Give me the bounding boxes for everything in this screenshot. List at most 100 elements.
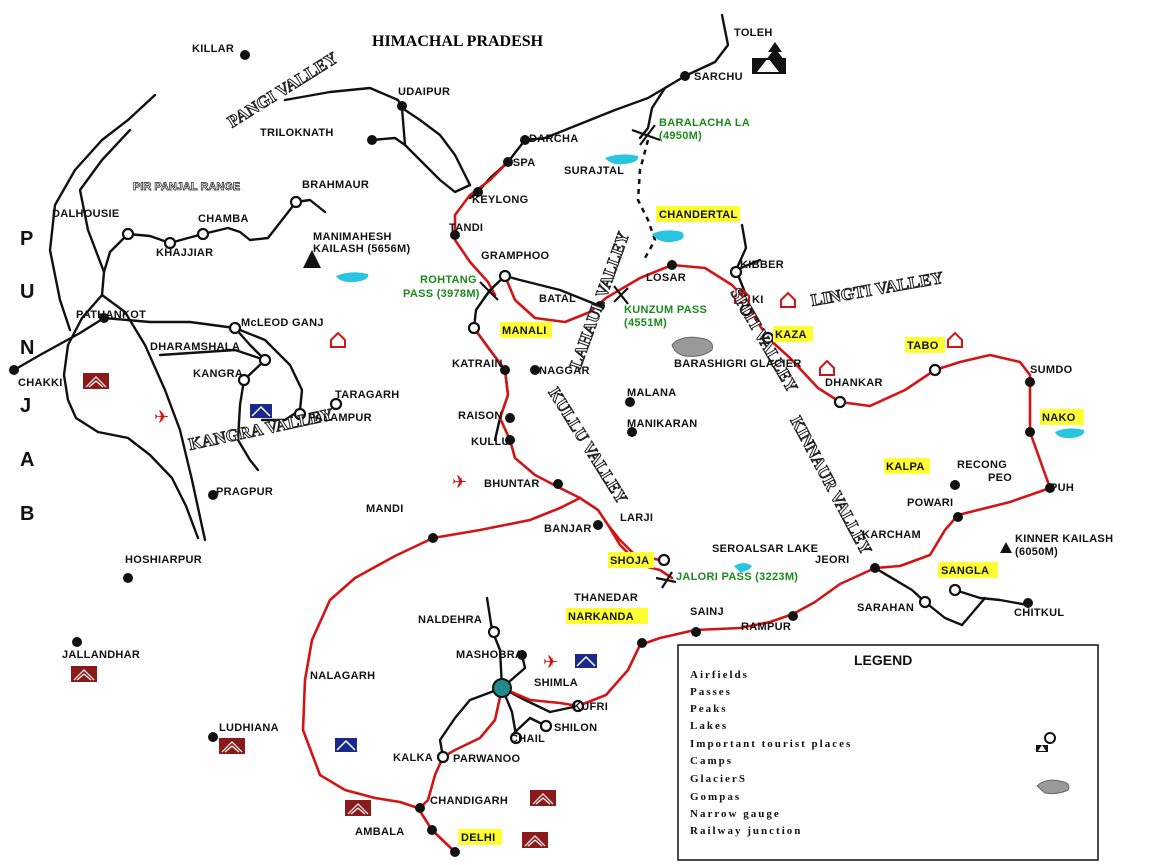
legend-tourist-place-icon (1044, 732, 1056, 744)
place-jallandhar: JALLANDHAR (62, 649, 140, 661)
lake-nako (1055, 428, 1085, 439)
place-tandi: TANDI (449, 222, 483, 234)
peak-icon-manimahesh (303, 250, 321, 268)
place-chandigarh: CHANDIGARH (430, 795, 508, 807)
place-kullu: KULLU (471, 436, 510, 448)
pass-jalori: JALORI PASS (3223M) (676, 571, 798, 583)
place-mashobra: MASHOBRA (456, 649, 523, 661)
place-chitkul: CHITKUL (1014, 607, 1064, 619)
place-sangla: SANGLA (941, 565, 989, 577)
legend: LEGEND Airfields Passes Peaks Lakes Impo… (677, 644, 1099, 861)
pass-baralacha-height: (4950M) (659, 130, 702, 142)
place-larji: LARJI (620, 512, 653, 524)
legend-item-glaciers: GlacierS (690, 773, 747, 785)
place-sainj: SAINJ (690, 606, 724, 618)
place-dhankar: DHANKAR (825, 377, 883, 389)
place-chandertal: CHANDERTAL (659, 209, 738, 221)
place-keylong: KEYLONG (472, 194, 529, 206)
place-sarchu: SARCHU (694, 71, 743, 83)
road-network (12, 13, 1030, 759)
place-mandi: MANDI (366, 503, 404, 515)
legend-item-passes: Passes (690, 686, 732, 698)
place-delhi: DELHI (461, 832, 496, 844)
svg-text:P: P (20, 228, 33, 250)
lakes (336, 154, 1085, 722)
place-taragarh: TARAGARH (335, 389, 400, 401)
legend-item-lakes: Lakes (690, 720, 728, 732)
place-raison: RAISON (458, 410, 503, 422)
place-katrain: KATRAIN (452, 358, 503, 370)
place-palampur: PALAMPUR (308, 412, 372, 424)
legend-item-camps: Camps (690, 755, 733, 767)
tourist-place-markers (121, 195, 962, 764)
place-malana: MALANA (627, 387, 676, 399)
place-dalhousie: DALHOUSIE (52, 208, 119, 220)
place-nalagarh: NALAGARH (310, 670, 375, 682)
glacier-barashigri (671, 336, 713, 357)
place-ludhiana: LUDHIANA (219, 722, 279, 734)
airplane-icon: ✈ (452, 472, 467, 492)
place-manali: MANALI (502, 325, 547, 337)
place-recong: RECONG (957, 459, 1007, 471)
highlight-boxes (458, 206, 1084, 845)
lake-surajtal (605, 154, 639, 165)
legend-item-gompas: Gompas (690, 791, 741, 803)
place-ki: KI (752, 294, 764, 306)
place-killar: KILLAR (192, 43, 234, 55)
place-pragpur: PRAGPUR (216, 486, 273, 498)
place-sumdo: SUMDO (1030, 364, 1073, 376)
pass-kunzum-height: (4551M) (624, 317, 667, 329)
legend-title: LEGEND (854, 652, 912, 668)
place-puh: PUH (1050, 482, 1074, 494)
camp-icon-toleh (752, 42, 786, 74)
legend-item-railway-junction: Railway junction (690, 825, 802, 837)
town-markers (9, 50, 1055, 857)
svg-text:N: N (20, 337, 34, 359)
place-chakki: CHAKKI (18, 377, 63, 389)
place-kangra: KANGRA (193, 368, 243, 380)
place-kaza: KAZA (775, 329, 807, 341)
place-jispa: JISPA (503, 157, 535, 169)
place-peo: PEO (988, 472, 1012, 484)
svg-text:J: J (20, 395, 31, 417)
place-chamba: CHAMBA (198, 213, 249, 225)
pass-rohtang-height: PASS (3978M) (403, 288, 480, 300)
place-sarahan: SARAHAN (857, 602, 914, 614)
place-khajjiar: KHAJJIAR (156, 247, 213, 259)
place-banjar: BANJAR (544, 523, 592, 535)
place-toleh: TOLEH (734, 27, 773, 39)
punjab-label: P U N J A B (20, 228, 34, 525)
pass-kunzum-name: KUNZUM PASS (624, 304, 707, 316)
shimla-hub-marker (492, 678, 512, 698)
place-barashigri: BARASHIGRI GLACIER (674, 358, 802, 370)
peak-manimahesh-height: KAILASH (5656M) (313, 243, 410, 255)
legend-item-tourist-places: Important tourist places (690, 738, 852, 750)
place-bhuntar: BHUNTAR (484, 478, 540, 490)
place-powari: POWARI (907, 497, 953, 509)
place-batal: BATAL (539, 293, 576, 305)
airfield-icons: ✈ ✈ ✈ ✈ (154, 407, 1041, 672)
place-karcham: KARCHAM (862, 529, 921, 541)
lake-seroalsar (734, 563, 752, 572)
state-title: HIMACHAL PRADESH (372, 33, 544, 50)
place-tabo: TABO (907, 340, 939, 352)
place-kalpa: KALPA (886, 461, 925, 473)
place-mcleod: McLEOD GANJ (241, 317, 324, 329)
legend-camp-icon (1036, 745, 1048, 752)
legend-glacier-icon (1036, 779, 1070, 795)
place-kibber: KIBBER (740, 259, 784, 271)
svg-text:A: A (20, 449, 34, 471)
place-kalka: KALKA (393, 752, 433, 764)
legend-item-narrow-gauge: Narrow gauge (690, 808, 781, 820)
place-jeori: JEORI (815, 554, 850, 566)
place-udaipur: UDAIPUR (398, 86, 450, 98)
place-gramphoo: GRAMPHOO (481, 250, 550, 262)
place-narkanda: NARKANDA (568, 611, 634, 623)
place-ambala: AMBALA (355, 826, 404, 838)
place-rampur: RAMPUR (741, 621, 791, 633)
airplane-icon: ✈ (154, 407, 169, 427)
range-label-pir-panjal: PIR PANJAL RANGE (133, 181, 240, 193)
pass-baralacha-name: BARALACHA LA (659, 117, 750, 129)
place-pathankot: PATHANKOT (76, 309, 146, 321)
place-surajtal: SURAJTAL (564, 165, 624, 177)
